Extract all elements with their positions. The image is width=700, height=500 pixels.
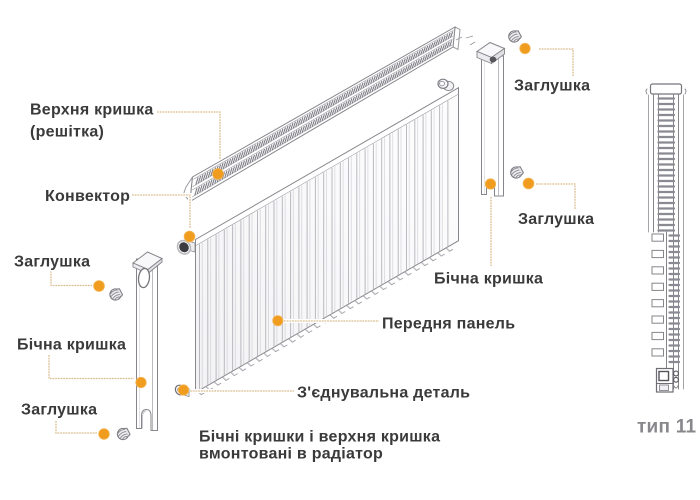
svg-text:Бічна кришка: Бічна кришка [17, 337, 126, 354]
svg-text:Верхня кришка: Верхня кришка [30, 102, 153, 119]
svg-text:З'єднувальна деталь: З'єднувальна деталь [297, 385, 470, 402]
svg-text:Бічні кришки і верхня кришка: Бічні кришки і верхня кришка [199, 429, 440, 446]
svg-text:Заглушка: Заглушка [21, 402, 97, 419]
svg-text:Конвектор: Конвектор [45, 188, 130, 205]
svg-text:Заглушка: Заглушка [514, 78, 590, 95]
svg-text:Передня панель: Передня панель [382, 316, 515, 333]
svg-text:Бічна кришка: Бічна кришка [434, 271, 543, 288]
svg-text:Заглушка: Заглушка [518, 211, 594, 228]
svg-text:(решітка): (решітка) [30, 124, 104, 141]
svg-text:тип 11: тип 11 [637, 417, 697, 438]
svg-text:вмонтовані в радіатор: вмонтовані в радіатор [199, 446, 383, 463]
svg-text:Заглушка: Заглушка [14, 254, 90, 271]
